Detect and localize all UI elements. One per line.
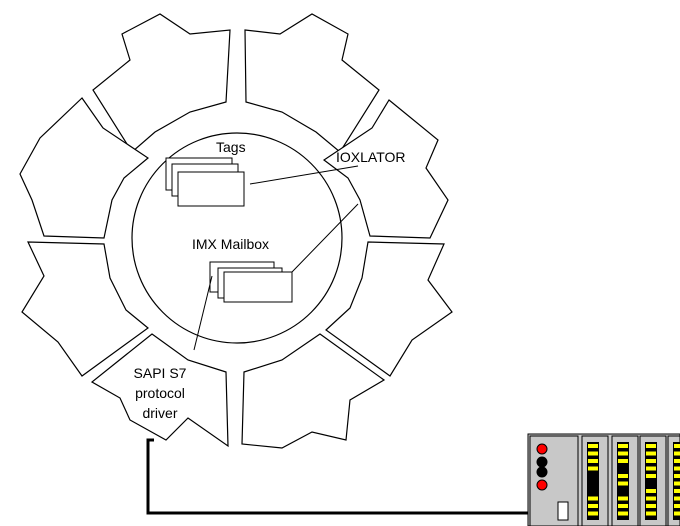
io-led-icon (646, 459, 656, 463)
io-led-icon (646, 497, 656, 501)
io-led-icon (674, 444, 680, 448)
io-led-icon (588, 452, 598, 456)
status-led-black-icon (537, 467, 547, 477)
io-led-icon (588, 497, 598, 501)
io-led-icon (674, 482, 680, 486)
io-led-icon (674, 497, 680, 501)
io-led-icon (618, 459, 628, 463)
network-cable (148, 440, 560, 513)
io-led-icon (618, 474, 628, 478)
status-led-red-icon (537, 480, 547, 490)
io-led-icon (646, 444, 656, 448)
status-led-red-icon (537, 444, 547, 454)
io-led-icon (588, 512, 598, 516)
io-led-icon (618, 504, 628, 508)
io-led-icon (646, 512, 656, 516)
io-led-icon (646, 467, 656, 471)
tags-stack (166, 158, 244, 206)
io-led-icon (618, 444, 628, 448)
io-led-icon (674, 489, 680, 493)
plc-rack (528, 434, 680, 526)
io-led-icon (618, 482, 628, 486)
io-led-icon (646, 504, 656, 508)
tags-label: Tags (216, 139, 246, 155)
io-led-icon (674, 512, 680, 516)
io-led-icon (588, 467, 598, 471)
io-led-icon (588, 459, 598, 463)
io-led-icon (646, 489, 656, 493)
io-led-icon (674, 467, 680, 471)
io-led-icon (588, 444, 598, 448)
task-segment-top-right (245, 14, 379, 152)
io-led-icon (618, 452, 628, 456)
network-port-icon (558, 502, 568, 520)
sapi-label-line3: driver (142, 405, 177, 421)
io-led-icon (618, 497, 628, 501)
io-led-icon (618, 512, 628, 516)
io-led-icon (674, 474, 680, 478)
io-led-icon (674, 504, 680, 508)
imx-mailbox-stack (210, 262, 292, 302)
ioxlator-label: IOXLATOR (336, 149, 406, 165)
io-modules (582, 436, 680, 526)
io-led-icon (646, 452, 656, 456)
task-segment-top-left (93, 14, 230, 152)
imx-mailbox-label: IMX Mailbox (192, 236, 269, 252)
io-led-icon (646, 474, 656, 478)
sapi-label-line2: protocol (135, 385, 185, 401)
sapi-label-line1: SAPI S7 (134, 365, 187, 381)
status-led-black-icon (537, 457, 547, 467)
io-led-icon (674, 452, 680, 456)
io-led-icon (674, 459, 680, 463)
io-led-icon (588, 504, 598, 508)
